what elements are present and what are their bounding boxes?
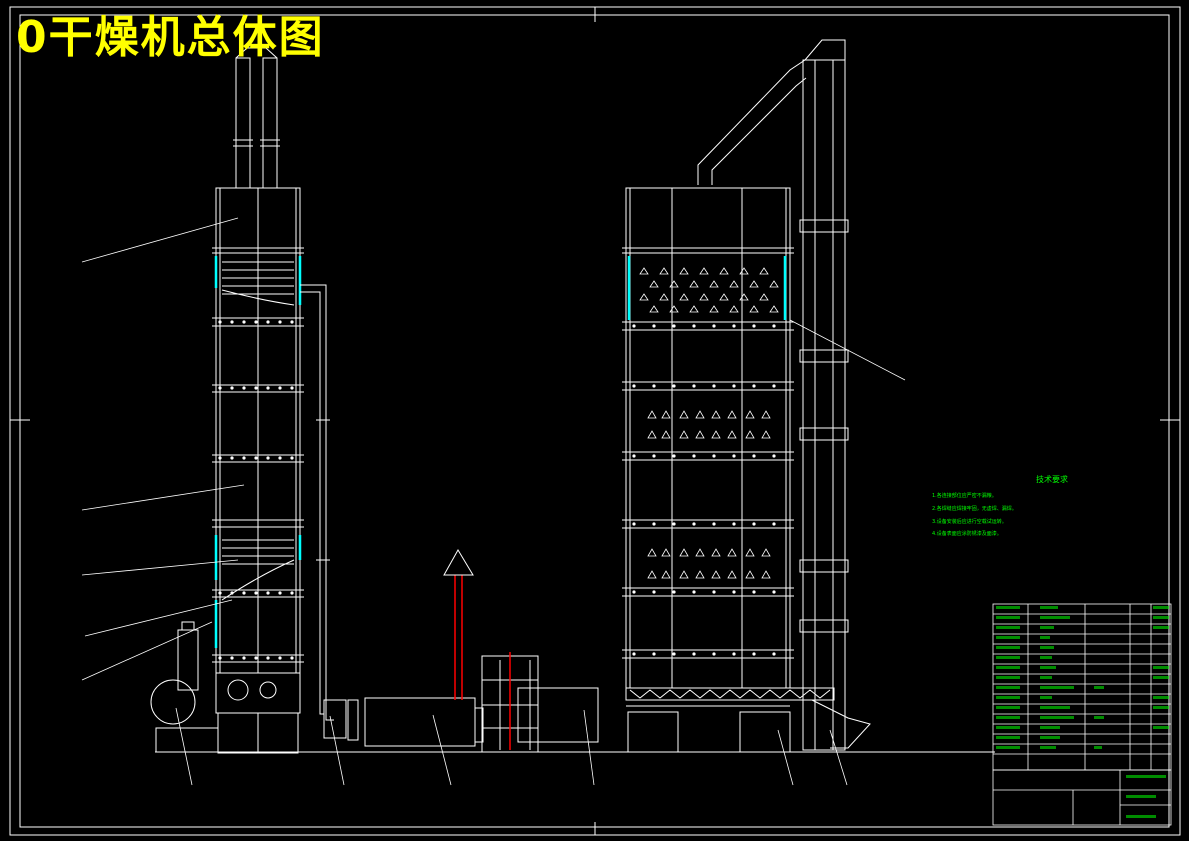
left-tower-flange-bolts <box>218 320 294 660</box>
drawing-title: 0干燥机总体图 <box>16 12 325 63</box>
tech-requirements-title: 技术要求 <box>1036 475 1068 484</box>
leader-lines <box>81 217 906 786</box>
parts-list-cell-fills <box>996 606 1169 818</box>
chimney-arrow <box>454 575 511 750</box>
hot-blast-stove <box>347 655 599 753</box>
left-tower-side-plates <box>214 256 302 648</box>
tech-note: 3.设备安装后应进行空载试运转。 <box>932 519 1007 525</box>
drawing-frame <box>9 6 1181 836</box>
right-tower-angle-troughs <box>639 267 779 579</box>
right-dryer-tower <box>622 39 871 753</box>
left-dryer-tower <box>212 47 304 754</box>
parts-list-table <box>992 603 1172 826</box>
exhaust-direction-arrow <box>443 549 474 576</box>
tech-note: 2.各焊缝应焊接牢固，无虚焊、漏焊。 <box>932 506 1017 512</box>
tech-note: 1.各连接部位应严密不漏粮。 <box>932 493 997 499</box>
tech-note: 4.设备表面应涂防锈漆及面漆。 <box>932 531 1002 537</box>
right-tower-flange-bolts <box>632 324 776 656</box>
blower-fan <box>150 621 219 753</box>
right-tower-side-plates <box>627 256 787 320</box>
hot-air-duct <box>300 284 347 739</box>
